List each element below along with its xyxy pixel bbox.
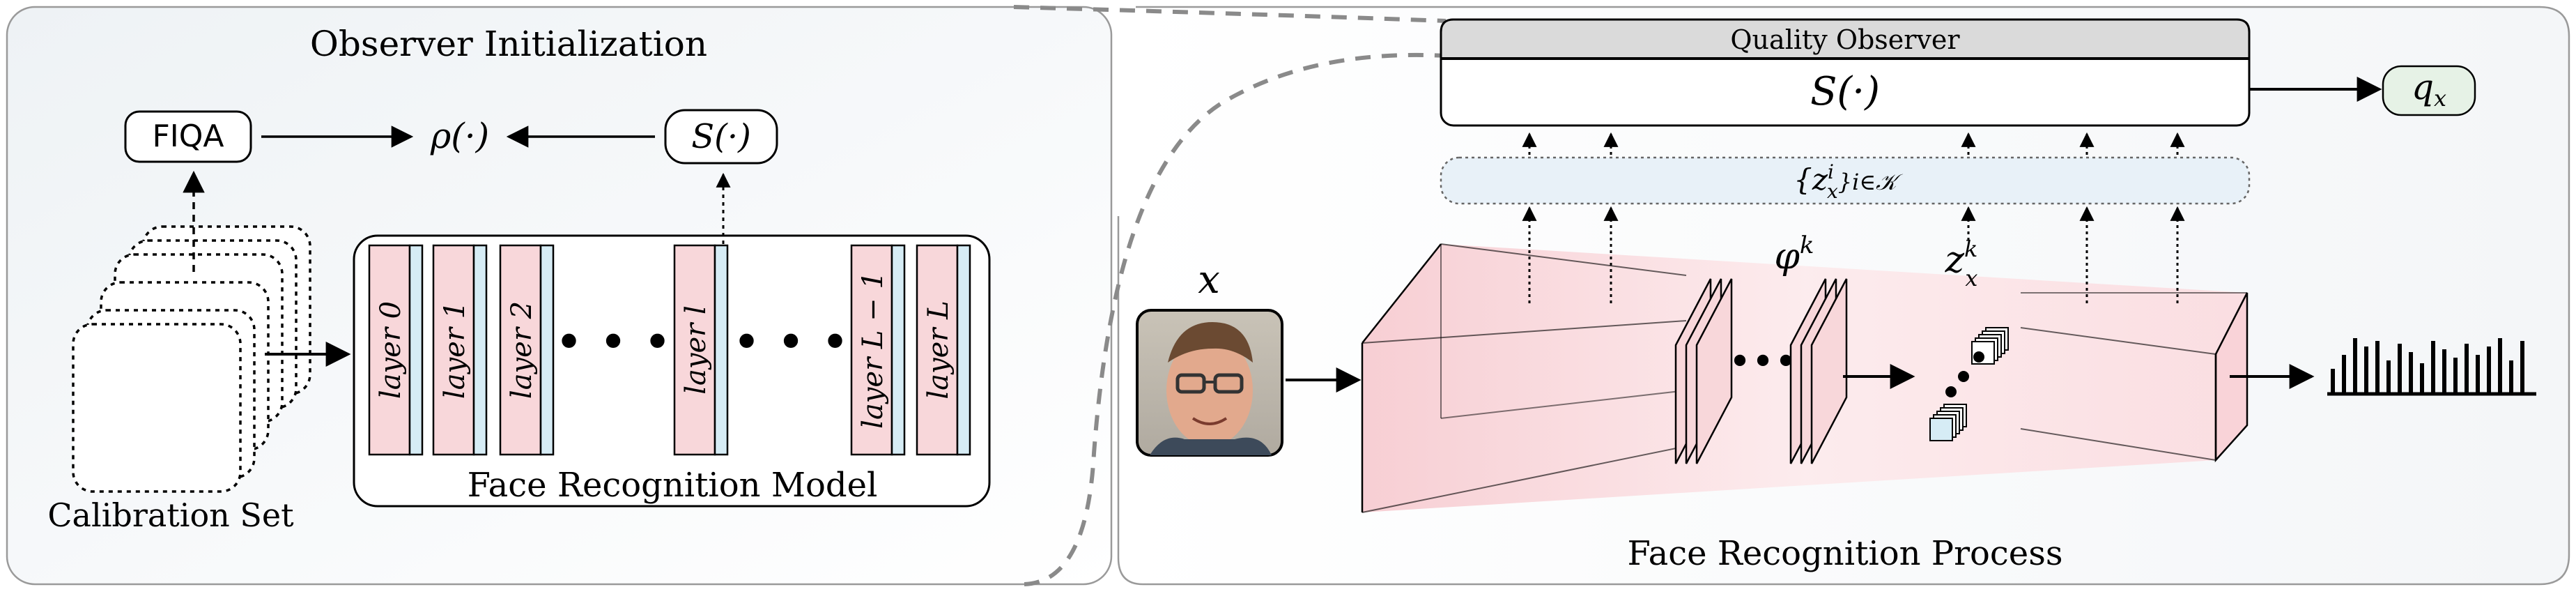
layer-L-minus-1: layer L − 1 — [850, 244, 906, 456]
quality-observer-function: S(·) — [1810, 69, 1880, 114]
quality-observer-header — [1440, 18, 2251, 60]
histogram-bar — [2364, 346, 2368, 394]
layer-ellipsis-2: • • • — [732, 314, 849, 371]
embedding-symbol: z — [1945, 239, 1965, 281]
histogram-bar — [2509, 360, 2513, 394]
input-label: x — [1198, 257, 1220, 303]
layer-L: layer L — [916, 244, 971, 456]
histogram-bar — [2487, 346, 2491, 394]
embedding-histogram-icon — [2327, 338, 2536, 396]
layer-1: layer 1 — [432, 244, 488, 456]
histogram-bar — [2375, 341, 2380, 394]
histogram-bar — [2353, 338, 2357, 394]
connector-curve-bottom — [1024, 52, 1447, 586]
connector-curve-top — [1013, 5, 1447, 23]
feature-map-superscript: k — [1800, 231, 1814, 259]
face-photo — [1136, 309, 1283, 457]
feature-map-symbol: φ — [1774, 236, 1800, 277]
rho-function-label: ρ(·) — [430, 116, 489, 156]
feature-map-label: φk — [1774, 231, 1814, 277]
histogram-bar — [2431, 341, 2435, 394]
calibration-set-stack — [72, 225, 311, 493]
quality-observer-title: Quality Observer — [1730, 24, 1960, 55]
embeddings-set-subscript: x — [1827, 180, 1838, 203]
histogram-bar — [2331, 369, 2335, 394]
observer-function-label: S(·) — [691, 117, 751, 156]
feature-map-stack-right — [1789, 278, 1848, 464]
embeddings-set-symbol: {z — [1794, 162, 1828, 197]
layer-2-label: layer 2 — [506, 301, 538, 399]
histogram-bar — [2498, 338, 2502, 394]
histogram-bar — [2476, 355, 2480, 394]
embeddings-set-index: }i∈𝒦 — [1838, 169, 1904, 195]
embedding-subscript: x — [1965, 265, 1977, 291]
embedding-superscript: k — [1964, 236, 1977, 262]
embeddings-set-band — [1440, 156, 2251, 205]
layer-l-label: layer l — [680, 305, 712, 395]
feature-map-ellipsis: ••• — [1728, 340, 1797, 385]
histogram-bar — [2420, 363, 2424, 394]
layer-to-band-arrows — [1522, 206, 2185, 303]
histogram-bar — [2520, 341, 2524, 394]
calibration-set-label: Calibration Set — [47, 496, 294, 534]
histogram-bar — [2386, 360, 2391, 394]
feature-map-stack-left — [1674, 278, 1733, 464]
histogram-bar — [2442, 349, 2446, 394]
quality-score-box — [2382, 65, 2476, 116]
layer-ellipsis-1: • • • — [555, 314, 672, 371]
embedding-vector — [1929, 327, 2009, 441]
histogram-bar — [2453, 358, 2458, 394]
layer-0: layer 0 — [368, 244, 424, 456]
quality-score-subscript: x — [2434, 85, 2446, 112]
face-recognition-process-label: Face Recognition Process — [1628, 534, 2063, 573]
histogram-bar — [2409, 352, 2413, 394]
fiqa-box — [124, 110, 252, 163]
observer-function-box — [664, 109, 778, 165]
layer-L-minus-1-label: layer L − 1 — [857, 271, 889, 429]
layer-2: layer 2 — [499, 244, 555, 456]
quality-score-label: qx — [2412, 67, 2446, 112]
layer-l: layer l — [673, 244, 729, 456]
panel-title: Observer Initialization — [310, 24, 707, 64]
layer-L-label: layer L — [923, 300, 955, 399]
histogram-bar — [2465, 344, 2469, 394]
embeddings-set-superscript: i — [1828, 160, 1834, 183]
histogram-bar — [2398, 344, 2402, 394]
face-recognition-model-label: Face Recognition Model — [468, 466, 878, 505]
layer-1-label: layer 1 — [439, 301, 471, 399]
layer-0-label: layer 0 — [375, 301, 407, 399]
quality-score-symbol: q — [2412, 67, 2434, 107]
fiqa-label: FIQA — [152, 119, 224, 154]
histogram-bar — [2342, 355, 2346, 394]
